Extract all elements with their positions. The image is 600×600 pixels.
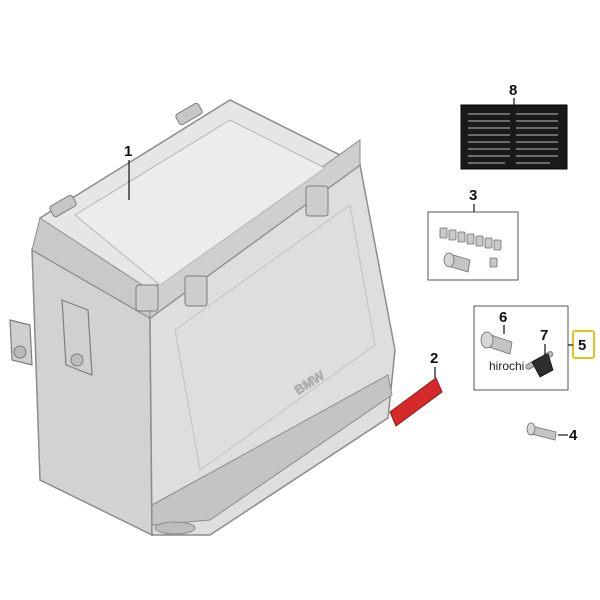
key: [525, 351, 554, 378]
case-latch: [61, 299, 93, 376]
callout-4: 4: [569, 427, 578, 444]
red-reflector: [389, 377, 443, 427]
lock-tumblers: [439, 227, 502, 251]
lock-kit-box: [427, 211, 519, 281]
lock-barrel: [480, 331, 513, 355]
case-bottom-trim: [151, 374, 393, 526]
lock-pin: [526, 422, 557, 441]
case-lid-panel: [74, 119, 326, 286]
callout-5: 5: [578, 337, 586, 354]
callout-8: 8: [509, 82, 517, 99]
case-hinge: [184, 275, 208, 307]
case-handle: [49, 194, 77, 218]
callout-7: 7: [540, 327, 548, 344]
watermark: hirochi: [489, 359, 524, 373]
callout-2: 2: [430, 350, 438, 367]
warning-label-text-lines: [468, 113, 558, 164]
callout-3: 3: [469, 187, 477, 204]
callout-6: 6: [499, 309, 507, 326]
lock-cylinder: [443, 252, 471, 273]
lock-spring: [489, 257, 498, 268]
aluminium-case: BMW: [9, 99, 396, 537]
warning-label: [460, 104, 568, 170]
key-kit-box: [473, 305, 569, 391]
callout-1: 1: [124, 143, 132, 160]
